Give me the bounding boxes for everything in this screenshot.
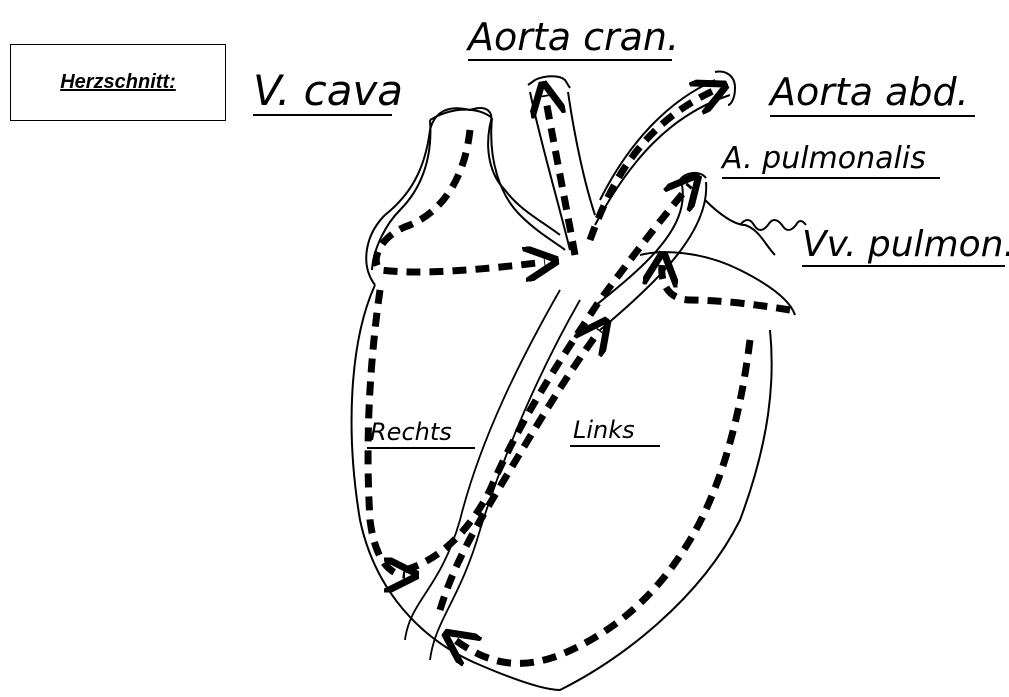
label-rechts: Rechts — [370, 418, 452, 446]
label-aorta-cran: Aorta cran. — [465, 15, 679, 59]
label-links: Links — [573, 416, 635, 444]
label-aorta-abd: Aorta abd. — [767, 70, 969, 114]
label-v-cava: V. cava — [253, 66, 403, 115]
label-a-pulmonalis: A. pulmonalis — [720, 141, 926, 176]
label-vv-pulmon: Vv. pulmon. — [802, 224, 1009, 265]
